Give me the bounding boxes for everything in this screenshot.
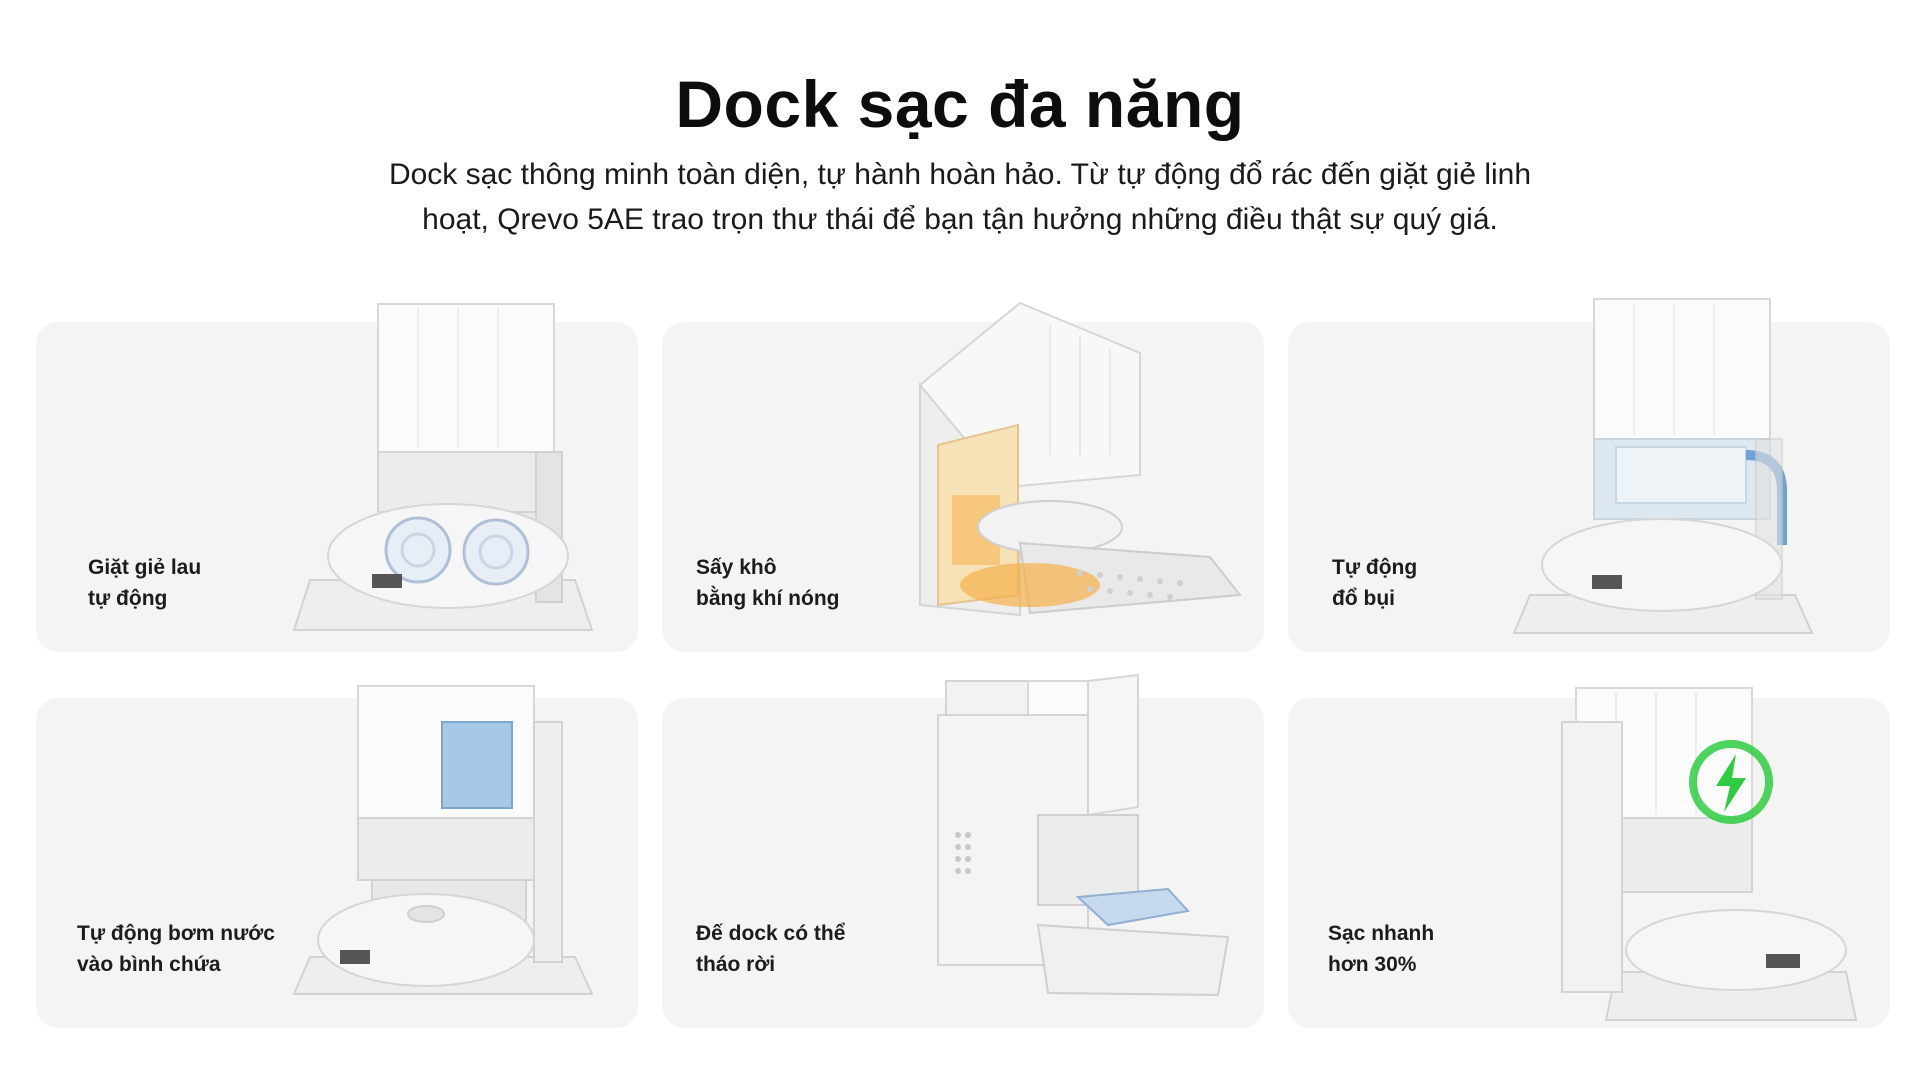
page-subtitle: Dock sạc thông minh toàn diện, tự hành h… bbox=[340, 152, 1580, 242]
feature-label-detachable-base: Đế dock có thể tháo rời bbox=[696, 922, 846, 976]
page-title: Dock sạc đa năng bbox=[675, 67, 1245, 141]
feature-label-auto-dust-emptying: Tự động đổ bụi bbox=[1332, 556, 1418, 610]
feature-label-mop-washing: Giặt giẻ lau tự động bbox=[88, 556, 202, 610]
dock-detachable-base-image bbox=[937, 673, 1230, 997]
dock-auto-water-refill-image bbox=[292, 685, 594, 995]
dock-auto-dust-emptying-image bbox=[1512, 298, 1814, 634]
feature-label-hot-air-drying: Sấy khô bằng khí nóng bbox=[696, 556, 840, 610]
dock-mop-washing-image bbox=[292, 303, 594, 631]
dock-hot-air-drying-image bbox=[919, 301, 1242, 617]
charging-bolt-icon bbox=[1689, 740, 1773, 824]
feature-label-fast-charging: Sạc nhanh hơn 30% bbox=[1328, 922, 1435, 976]
subtitle-line-2: hoạt, Qrevo 5AE trao trọn thư thái để bạ… bbox=[422, 203, 1498, 236]
feature-label-auto-water-refill: Tự động bơm nước vào bình chứa bbox=[77, 922, 275, 976]
subtitle-line-1: Dock sạc thông minh toàn diện, tự hành h… bbox=[388, 158, 1532, 191]
dock-fast-charging-image bbox=[1561, 687, 1858, 1021]
